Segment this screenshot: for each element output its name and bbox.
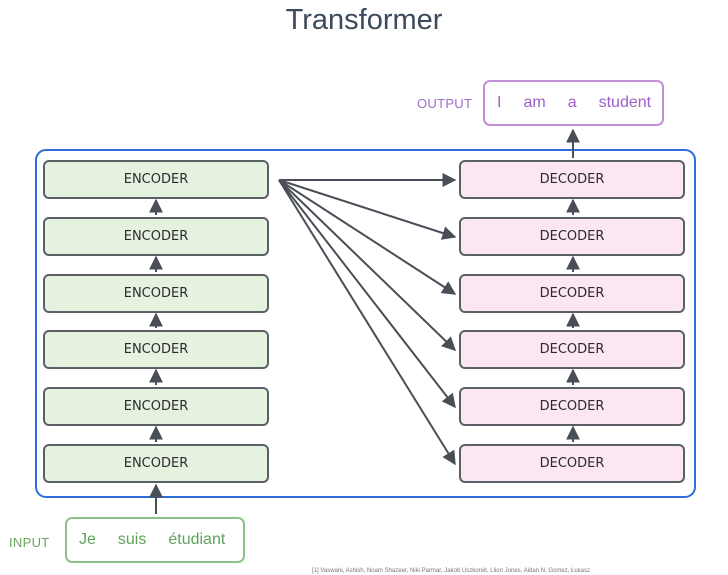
input-token: étudiant bbox=[168, 531, 226, 548]
encoder-block-2: ENCODER bbox=[43, 387, 269, 426]
decoder-block-1: DECODER bbox=[459, 444, 685, 483]
output-token: I bbox=[497, 94, 502, 111]
encoder-block-4: ENCODER bbox=[43, 274, 269, 313]
output-sequence-box: I am a student bbox=[483, 80, 664, 126]
decoder-block-2: DECODER bbox=[459, 387, 685, 426]
encoder-block-5: ENCODER bbox=[43, 217, 269, 256]
transformer-frame bbox=[35, 149, 696, 498]
input-token: Je bbox=[79, 531, 96, 548]
encoder-block-1: ENCODER bbox=[43, 444, 269, 483]
citation-footnote: [1] Vaswani, Ashish, Noam Shazeer, Niki … bbox=[312, 568, 591, 574]
output-label: OUTPUT bbox=[417, 96, 473, 111]
decoder-block-3: DECODER bbox=[459, 330, 685, 369]
decoder-block-4: DECODER bbox=[459, 274, 685, 313]
output-token: a bbox=[567, 94, 577, 111]
encoder-block-6: ENCODER bbox=[43, 160, 269, 199]
encoder-decoder-attention-arrow bbox=[278, 179, 456, 466]
encoder-block-3: ENCODER bbox=[43, 330, 269, 369]
encoder-decoder-attention-arrow bbox=[278, 179, 457, 351]
input-sequence-box: Je suis étudiant bbox=[65, 517, 245, 563]
diagram-title: Transformer bbox=[285, 4, 443, 36]
output-token: student bbox=[598, 94, 652, 111]
encoder-decoder-attention-arrow bbox=[278, 179, 457, 240]
encoder-decoder-attention-arrow bbox=[278, 179, 456, 409]
decoder-block-5: DECODER bbox=[459, 217, 685, 256]
decoder-block-6: DECODER bbox=[459, 160, 685, 199]
output-token: am bbox=[523, 94, 546, 111]
input-label: INPUT bbox=[9, 535, 50, 550]
encoder-decoder-attention-arrow bbox=[278, 179, 457, 295]
input-token: suis bbox=[117, 531, 147, 548]
